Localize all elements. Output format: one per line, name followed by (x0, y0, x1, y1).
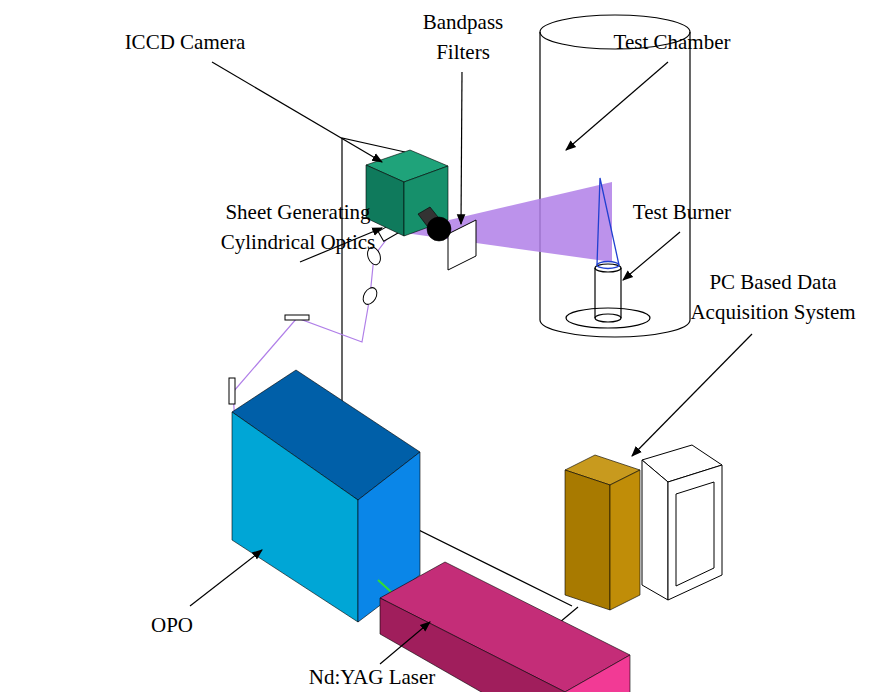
opo (232, 370, 420, 622)
part-label: Test Burner (602, 197, 762, 227)
part-label: PC Based Data Acquisition System (673, 267, 873, 327)
test-burner (566, 264, 650, 328)
part-label: Sheet Generating Cylindrical Optics (203, 197, 393, 257)
mirror (285, 315, 309, 320)
flame (597, 178, 619, 269)
part-label: OPO (122, 610, 222, 640)
part-label: Nd:YAG Laser (292, 662, 452, 692)
iccd-camera (366, 150, 451, 241)
leader-arrows (190, 62, 752, 664)
lens (360, 285, 379, 307)
pc-box (565, 455, 640, 610)
mirror (229, 378, 235, 404)
part-label: ICCD Camera (85, 27, 285, 57)
part-label: Bandpass Filters (403, 7, 523, 67)
test-chamber (540, 15, 690, 337)
monitor (642, 445, 722, 600)
bandpass-filter (448, 220, 476, 270)
part-label: Test Chamber (572, 27, 772, 57)
